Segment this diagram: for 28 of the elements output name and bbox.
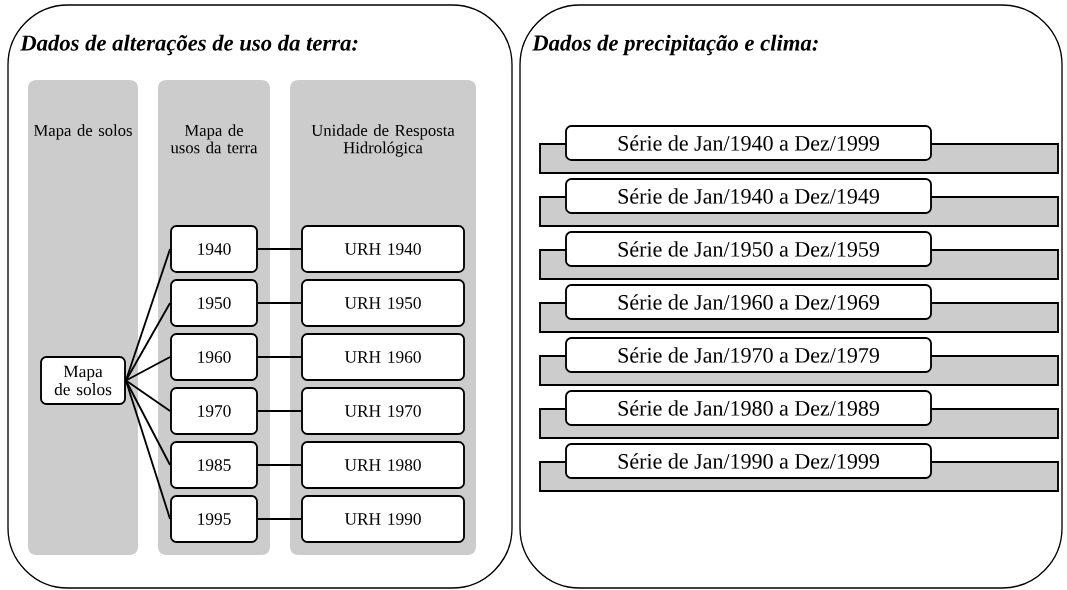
series-tab: Série de Jan/1970 a Dez/1979 [539,337,1059,386]
text-box: 1995 [170,495,258,543]
text-box: URH 1960 [301,333,465,381]
text-box: Mapa de solos [40,356,126,405]
text-box: 1985 [170,441,258,489]
series-tab: Série de Jan/1950 a Dez/1959 [539,231,1059,280]
text-box: 1950 [170,279,258,327]
series-tab: Série de Jan/1990 a Dez/1999 [539,443,1059,492]
connector-line [257,410,302,412]
text-box: 1970 [170,387,258,435]
connector-line [257,302,302,304]
connector-line [257,356,302,358]
text-box: URH 1950 [301,279,465,327]
series-tab: Série de Jan/1940 a Dez/1999 [539,125,1059,174]
series-tab: Série de Jan/1980 a Dez/1989 [539,390,1059,439]
connector-line [257,248,302,250]
connector-line [125,356,171,382]
connector-line [257,518,302,520]
text-box: URH 1940 [301,225,465,273]
text-box: URH 1980 [301,441,465,489]
text-box: URH 1970 [301,387,465,435]
connector-line [125,302,171,382]
text-box: 1960 [170,333,258,381]
text-box: URH 1990 [301,495,465,543]
series-tab: Série de Jan/1940 a Dez/1949 [539,178,1059,227]
series-tab: Série de Jan/1960 a Dez/1969 [539,284,1059,333]
connector-line [257,464,302,466]
text-box: 1940 [170,225,258,273]
